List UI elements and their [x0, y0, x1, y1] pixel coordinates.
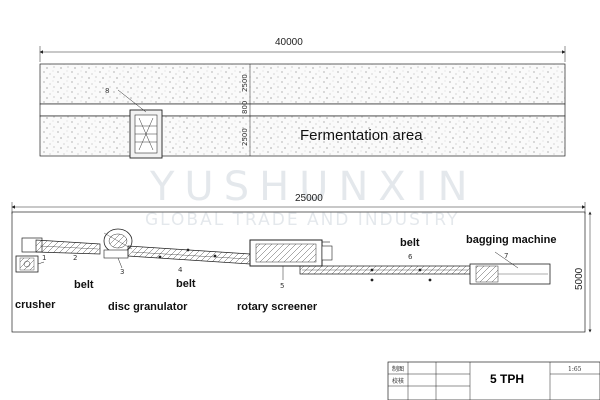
compost-turner-number: 8	[105, 87, 109, 95]
fermentation-area-label: Fermentation area	[300, 127, 423, 144]
title-block-designed: 制图	[392, 365, 404, 373]
title-block-checked: 校核	[392, 377, 404, 385]
disc-granulator: 3	[103, 228, 133, 276]
watermark-brand: YUSHUNXIN	[149, 164, 478, 210]
plant-boundary	[11, 211, 586, 333]
belt-2-number: 4	[178, 266, 183, 274]
fermentation-aisle	[39, 103, 566, 117]
title-block: 制图 校核 5 TPH 1:65	[387, 361, 600, 400]
bagging-machine-number: 7	[504, 252, 508, 260]
rotary-screener-label: rotary screener	[237, 301, 318, 313]
crusher: 1	[15, 254, 46, 273]
rotary-screener-number: 5	[280, 282, 284, 290]
dimension-strip-height-2: 2500	[241, 128, 249, 146]
fermentation-strip-upper	[39, 63, 566, 105]
dimension-strip-height-1: 2500	[241, 74, 249, 92]
belt-3-number: 6	[408, 253, 413, 261]
bagging-machine-label: bagging machine	[466, 234, 556, 246]
disc-granulator-number: 3	[120, 268, 124, 276]
title-block-capacity: 5 TPH	[490, 372, 524, 386]
dimension-plant-height-label: 5000	[574, 267, 585, 290]
fermentation-strip-lower	[39, 115, 566, 157]
bagging-machine: 7	[469, 251, 551, 285]
crusher-label: crusher	[15, 299, 56, 311]
dimension-top-length-label: 40000	[275, 37, 303, 48]
dimension-fermentation-vertical: 2500 800 2500	[241, 64, 251, 156]
dimension-gap: 800	[241, 101, 249, 114]
belt-2-label: belt	[176, 278, 196, 290]
dimension-plant-height: 5000	[574, 211, 592, 333]
belt-1: 2	[21, 237, 101, 262]
belt-2: 4	[127, 245, 251, 274]
belt-1-number: 2	[73, 254, 77, 262]
compost-turner: 8	[105, 87, 163, 159]
disc-granulator-label: disc granulator	[108, 301, 188, 313]
title-block-scale: 1:65	[568, 366, 582, 373]
rotary-screener: 5	[249, 239, 333, 290]
crusher-number: 1	[42, 254, 46, 262]
belt-3-label: belt	[400, 237, 420, 249]
watermark-tagline: GLOBAL TRADE AND INDUSTRY	[145, 210, 459, 230]
belt-1-label: belt	[74, 279, 94, 291]
dimension-top-length: 40000	[39, 37, 566, 62]
dimension-plant-length-label: 25000	[295, 193, 323, 204]
